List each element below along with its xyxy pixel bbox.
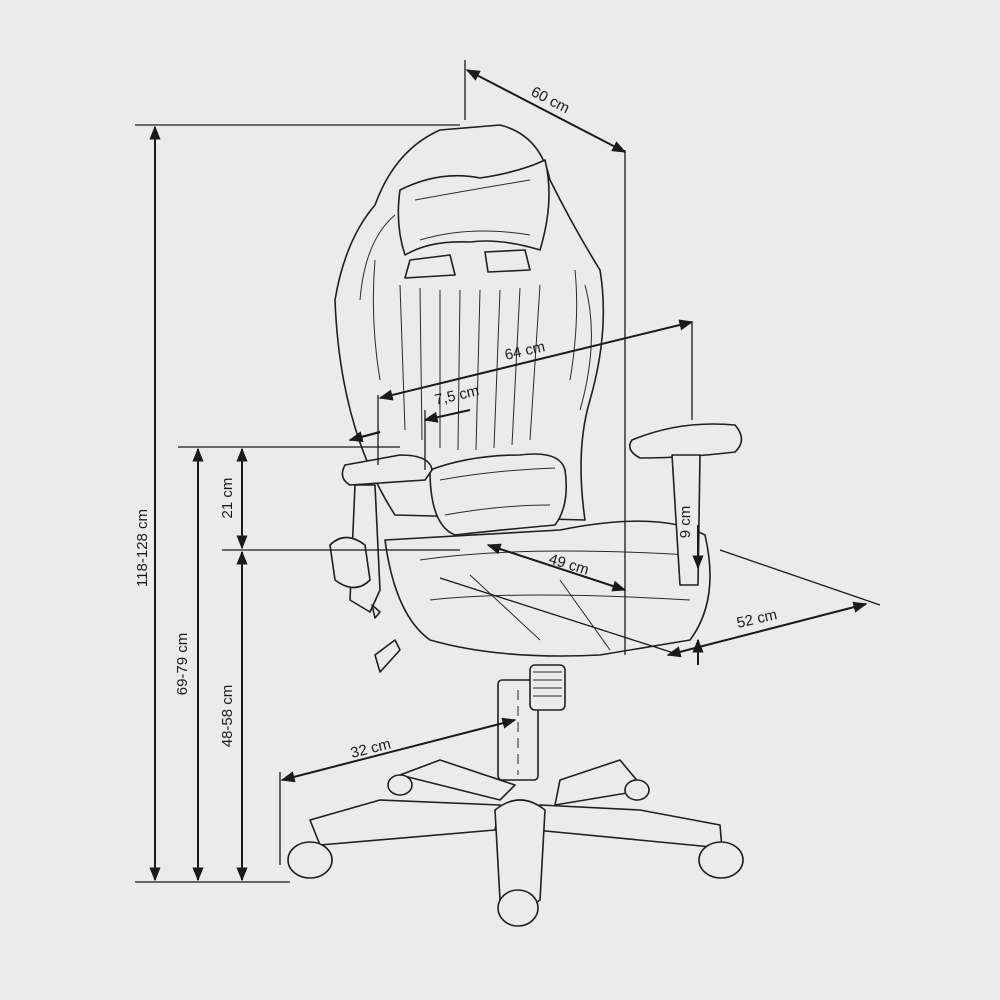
caster: [287, 841, 333, 879]
caster: [698, 841, 744, 879]
seat-height-label: 48-58 cm: [219, 685, 236, 748]
caster: [387, 774, 413, 796]
slot-right-line: [423, 409, 471, 423]
armrest-width-line: [378, 319, 694, 401]
base-radius-line: [280, 717, 517, 783]
left-armrest: [329, 454, 433, 619]
dimension-lines: [135, 60, 881, 883]
caster: [497, 889, 539, 927]
depth-top-line: [465, 69, 627, 153]
seat-side-label: 9 cm: [677, 506, 694, 539]
chair-outline: [287, 124, 744, 927]
armrest-height-label: 21 cm: [219, 478, 236, 519]
right-armrest: [629, 423, 743, 586]
arm-floor-height-label: 69-79 cm: [174, 633, 191, 696]
caster: [624, 779, 650, 801]
chair-seat: [384, 520, 711, 657]
seat-depth-line: [486, 543, 627, 592]
total-height-label: 118-128 cm: [134, 509, 151, 587]
chair-base: [287, 639, 744, 927]
depth-top-label: 60 cm: [528, 83, 572, 117]
